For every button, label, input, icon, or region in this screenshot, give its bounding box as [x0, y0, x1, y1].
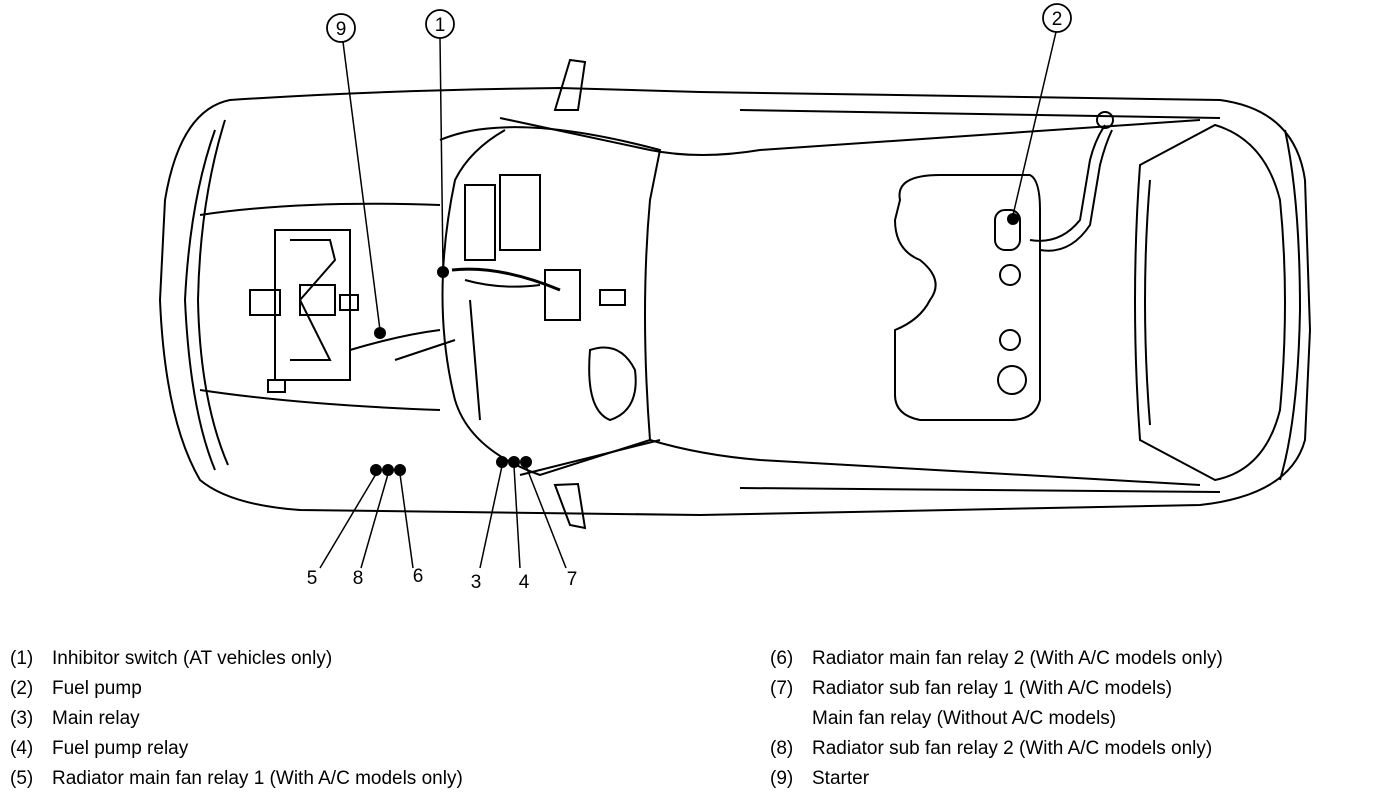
- legend-text: Fuel pump relay: [52, 738, 189, 759]
- legend-text: Fuel pump: [52, 678, 142, 699]
- marker-5: [370, 464, 382, 476]
- legend-text: Radiator sub fan relay 1 (With A/C model…: [812, 678, 1173, 699]
- legend-item: (5) Radiator main fan relay 1 (With A/C …: [10, 764, 463, 794]
- legend-number: (5): [10, 768, 34, 789]
- legend-number: (2): [10, 678, 34, 699]
- engine-assembly: [249, 229, 456, 393]
- interior-components: [451, 174, 637, 422]
- callout-6-label: 6: [413, 566, 424, 587]
- callout-3-label: 3: [471, 572, 482, 593]
- legend-number: (4): [10, 738, 34, 759]
- legend-item: (8) Radiator sub fan relay 2 (With A/C m…: [770, 734, 1223, 764]
- legend-number: (9): [770, 768, 794, 789]
- legend-item: (6) Radiator main fan relay 2 (With A/C …: [770, 644, 1223, 674]
- legend-item: (1) Inhibitor switch (AT vehicles only): [10, 644, 463, 674]
- legend-text: Starter: [812, 768, 870, 789]
- callout-5-label: 5: [307, 568, 318, 589]
- legend-item: (3) Main relay: [10, 704, 463, 734]
- car-body-outline: [158, 58, 1312, 530]
- legend-item: (4) Fuel pump relay: [10, 734, 463, 764]
- marker-6: [394, 464, 406, 476]
- callout-2: 2: [1042, 3, 1072, 33]
- legend-number: (7): [770, 678, 794, 699]
- marker-7: [520, 456, 532, 468]
- legend-text: Radiator main fan relay 1 (With A/C mode…: [52, 768, 463, 789]
- legend-number: (8): [770, 738, 794, 759]
- marker-2: [1007, 213, 1019, 225]
- marker-3: [496, 456, 508, 468]
- legend-item: (9) Starter: [770, 764, 1223, 794]
- callout-9-label: 9: [336, 19, 347, 40]
- legend-item: (2) Fuel pump: [10, 674, 463, 704]
- fuel-tank: [893, 111, 1114, 421]
- bottom-callouts: 5 8 6 3 4 7: [307, 566, 578, 593]
- legend-number: (1): [10, 648, 34, 669]
- callout-1-label: 1: [435, 15, 446, 36]
- callout-7-label: 7: [567, 569, 578, 590]
- legend-left-column: (1) Inhibitor switch (AT vehicles only) …: [10, 644, 463, 794]
- component-markers: [370, 213, 1019, 476]
- callout-9: 9: [326, 13, 356, 43]
- legend-text: Inhibitor switch (AT vehicles only): [52, 648, 333, 669]
- vehicle-component-location-diagram: 9 1 2 5 8 6 3 4 7: [158, 3, 1312, 593]
- callout-1: 1: [425, 9, 455, 39]
- legend-text: Radiator main fan relay 2 (With A/C mode…: [812, 648, 1223, 669]
- leader-lines: [319, 31, 1057, 569]
- legend-text: Main relay: [52, 708, 140, 729]
- legend-number: (3): [10, 708, 34, 729]
- legend-right-column: (6) Radiator main fan relay 2 (With A/C …: [770, 644, 1223, 794]
- marker-1: [437, 266, 449, 278]
- legend-continuation: Main fan relay (Without A/C models): [812, 708, 1117, 729]
- callout-4-label: 4: [519, 572, 530, 593]
- callout-8-label: 8: [353, 568, 364, 589]
- marker-4: [508, 456, 520, 468]
- legend-item: (7) Radiator sub fan relay 1 (With A/C m…: [770, 674, 1223, 704]
- legend-number: (6): [770, 648, 794, 669]
- callout-2-label: 2: [1052, 9, 1063, 30]
- marker-8: [382, 464, 394, 476]
- legend-text: Radiator sub fan relay 2 (With A/C model…: [812, 738, 1213, 759]
